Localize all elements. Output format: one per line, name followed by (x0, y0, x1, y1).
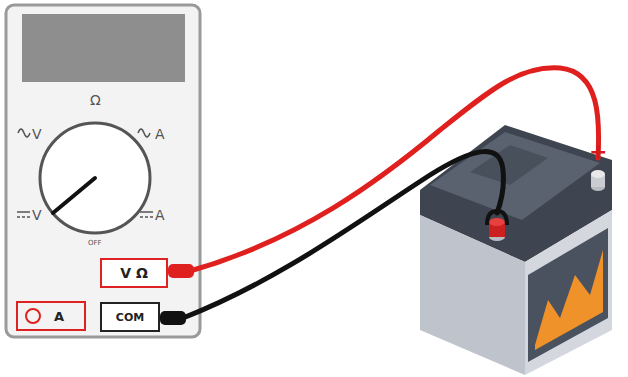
meter-body (6, 5, 200, 337)
ac-symbol (138, 129, 150, 137)
dc-volt-mark: V (32, 208, 42, 222)
common-port: COM (100, 302, 160, 332)
ac-amp-mark: A (155, 127, 165, 141)
dial-pointer (53, 178, 95, 213)
port-label: V Ω (120, 265, 148, 281)
rotary-dial (40, 123, 150, 233)
plus-mark: + (589, 141, 607, 163)
black-plug (160, 311, 186, 325)
port-label: A (54, 309, 64, 324)
black-clip (487, 211, 507, 225)
ohm-mark: Ω (90, 93, 101, 107)
ac-symbol (18, 129, 30, 137)
amp-port: A (16, 301, 86, 331)
off-mark: OFF (88, 240, 102, 247)
black-wire (183, 151, 503, 318)
red-wire (190, 68, 599, 271)
dc-amp-mark: A (155, 208, 165, 222)
port-label: COM (116, 311, 144, 324)
red-plug (168, 264, 194, 278)
voltage-ohm-port: V Ω (100, 258, 168, 288)
port-icon (26, 309, 40, 323)
ac-volt-mark: V (32, 127, 42, 141)
meter-display (22, 14, 185, 82)
